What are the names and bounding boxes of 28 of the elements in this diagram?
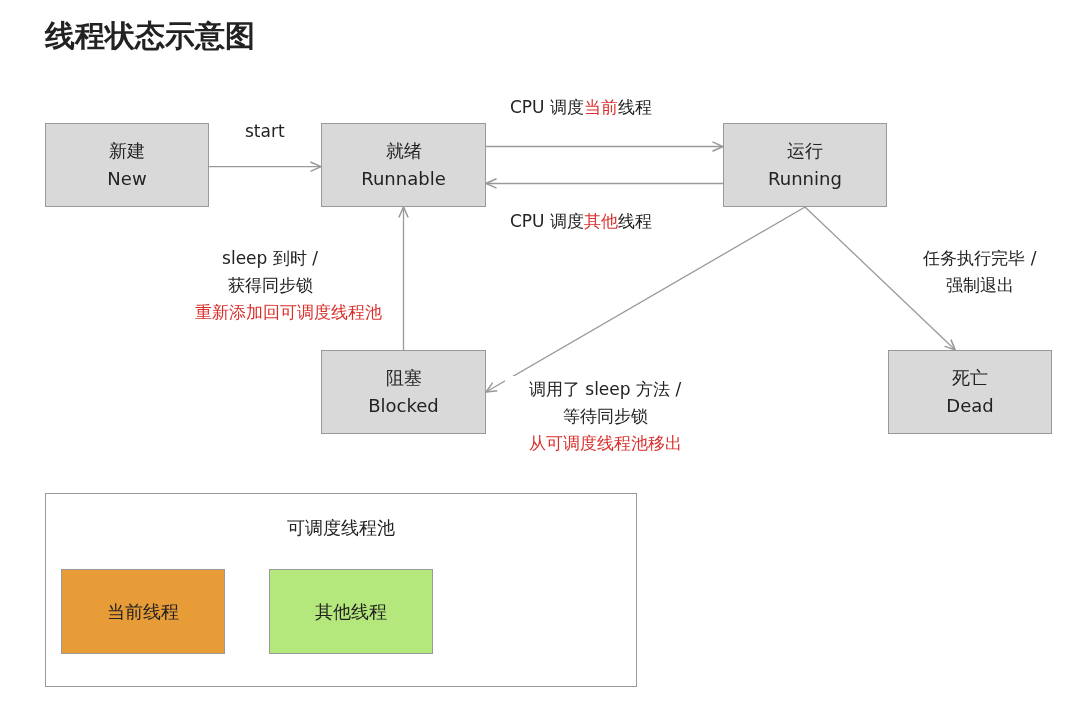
arrow xyxy=(804,206,956,351)
state-box xyxy=(321,123,486,207)
arrow xyxy=(485,178,724,189)
state-box xyxy=(61,569,225,654)
state-label: Blocked xyxy=(368,394,439,418)
state-label: New xyxy=(107,167,147,191)
state-box xyxy=(888,350,1052,434)
state-label: 其他线程 xyxy=(315,599,387,624)
panel-heading: 可调度线程池 xyxy=(287,516,395,540)
state-label: 运行 xyxy=(787,139,823,163)
state-label: Runnable xyxy=(361,167,446,191)
state-label: 新建 xyxy=(109,139,145,163)
state-label: 死亡 xyxy=(952,366,988,390)
pool-panel xyxy=(45,493,637,687)
arrow xyxy=(398,206,409,351)
state-box xyxy=(269,569,433,654)
diagram-title: 线程状态示意图 xyxy=(45,17,255,55)
arrow xyxy=(485,206,806,393)
state-label: 就绪 xyxy=(385,139,422,163)
arrow xyxy=(208,161,322,173)
arrow xyxy=(485,141,724,152)
state-label: Dead xyxy=(946,394,994,418)
state-box xyxy=(45,123,209,207)
state-box xyxy=(723,123,887,207)
state-label: Running xyxy=(768,167,842,191)
state-label: 阻塞 xyxy=(385,366,422,390)
state-label: 当前线程 xyxy=(107,599,179,624)
state-box xyxy=(321,350,486,434)
